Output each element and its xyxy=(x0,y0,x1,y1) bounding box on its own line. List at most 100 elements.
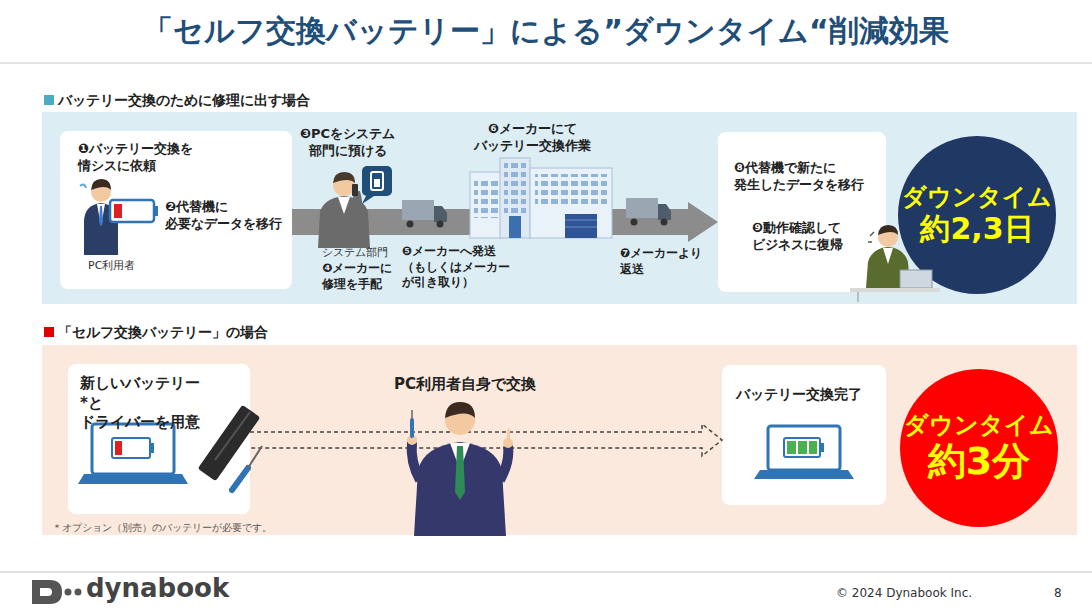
phone-bubble-icon-part xyxy=(371,172,383,190)
step-text: PC利用者 xyxy=(88,259,135,273)
section-marker-part xyxy=(44,95,54,105)
laptop-low-battery xyxy=(78,424,188,484)
phone-bubble-icon-part xyxy=(362,196,374,204)
returned-user-figure-part xyxy=(857,292,859,302)
truck-icon xyxy=(626,198,671,226)
step-label: ❼メーカーより 返送 xyxy=(620,246,702,277)
system-staff-figure-part xyxy=(352,184,358,196)
step-label: ❺メーカーへ発送 （もしくはメーカー が引き取り） xyxy=(402,244,510,291)
action-label: PC利用者自身で交換 xyxy=(394,375,536,395)
returned-user-figure-part xyxy=(900,270,932,288)
screwdriver-part xyxy=(232,468,248,490)
laptop-low-battery-part xyxy=(115,441,122,455)
screwdriver-part xyxy=(248,446,262,468)
pc-user-figure-part xyxy=(86,226,106,236)
step-text: バッテリー交換完了 xyxy=(736,385,862,403)
truck-icon-part xyxy=(626,198,658,218)
factory-building-part xyxy=(565,214,597,238)
self-replace-user-figure-part xyxy=(412,442,420,480)
truck-icon-part xyxy=(402,200,434,220)
factory-building-part xyxy=(504,163,526,213)
factory-building-part xyxy=(474,178,498,218)
battery-pack-part xyxy=(215,412,250,460)
step-text: ❽代替機で新たに 発生したデータを移行 xyxy=(734,160,864,194)
dynabook-logo-mark-part xyxy=(32,580,62,604)
step-text: 新しいバッテリー*と ドライバーを用意 xyxy=(80,374,200,433)
self-replace-user-figure xyxy=(407,402,513,536)
laptop-full-battery xyxy=(754,426,854,479)
truck-icon-part xyxy=(631,219,638,226)
pc-user-figure-part xyxy=(97,204,105,226)
self-replace-user-figure-part xyxy=(455,446,465,500)
downtime-circle: ダウンタイム約3分 xyxy=(900,369,1058,527)
step-label: ❹メーカーに 修理を手配 xyxy=(322,261,392,292)
laptop-full-battery-part xyxy=(787,441,796,454)
step-text: ❾動作確認して ビジネスに復帰 xyxy=(752,220,843,254)
battery-pack-part xyxy=(198,405,261,482)
truck-icon-part xyxy=(434,206,447,222)
laptop-full-battery-part xyxy=(784,438,820,457)
battery-low-icon-part xyxy=(110,200,154,222)
system-staff-figure-part xyxy=(333,172,355,183)
dynabook-logo-mark xyxy=(32,580,82,604)
truck-icon-part xyxy=(437,221,444,228)
system-staff-figure-part xyxy=(338,197,350,214)
laptop-full-battery-part xyxy=(798,441,807,454)
system-staff-figure-part xyxy=(352,192,358,230)
self-replace-user-figure-part xyxy=(411,410,413,420)
laptop-full-battery-part xyxy=(820,443,824,452)
section-marker xyxy=(44,95,54,105)
dynabook-logo-mark-part xyxy=(65,589,72,596)
factory-building-part xyxy=(509,216,521,238)
rule-line-part xyxy=(0,572,1092,573)
battery-pack xyxy=(198,405,261,482)
laptop-low-battery-part xyxy=(92,424,174,474)
laptop-full-battery-part xyxy=(809,441,817,454)
returned-user-figure-part xyxy=(868,232,874,242)
battery-low-icon xyxy=(110,200,158,222)
returned-user-figure xyxy=(850,225,940,302)
laptop-low-battery-part xyxy=(150,443,154,453)
laptop-low-battery-part xyxy=(78,474,188,484)
pc-user-figure-part xyxy=(99,206,103,226)
returned-user-figure-part xyxy=(883,248,893,264)
page-number: 8 xyxy=(1054,586,1062,602)
section-marker-part xyxy=(44,327,54,337)
self-replace-user-figure-part xyxy=(445,402,475,418)
rule-line xyxy=(0,63,1092,64)
truck-icon-part xyxy=(658,204,671,220)
step-label: ❸PCをシステム 部門に預ける xyxy=(300,126,395,160)
downtime-value: 約2,3日 xyxy=(920,212,1033,247)
phone-bubble-icon xyxy=(362,166,392,204)
section-heading: バッテリー交換のために修理に出す場合 xyxy=(58,91,310,109)
truck-icon-part xyxy=(407,221,414,228)
self-replace-user-figure-part xyxy=(414,442,506,536)
self-replace-user-figure-part xyxy=(508,430,509,440)
factory-building-part xyxy=(530,168,612,238)
dynabook-logo-mark-part xyxy=(75,589,82,596)
downtime-label: ダウンタイム xyxy=(902,184,1052,212)
self-replace-user-figure-part xyxy=(410,420,414,436)
page-title: 「セルフ交換バッテリー」による”ダウンタイム“削減効果 xyxy=(0,11,1092,50)
factory-building xyxy=(470,158,612,238)
phone-bubble-icon-part xyxy=(374,179,380,187)
truck-icon xyxy=(402,200,447,228)
returned-user-figure-part xyxy=(878,225,898,235)
downtime-label: ダウンタイム xyxy=(904,412,1054,440)
factory-building-part xyxy=(470,172,502,238)
brand-logo-text: dynabook xyxy=(86,574,229,604)
factory-building-part xyxy=(500,158,530,238)
battery-low-icon-part xyxy=(154,206,158,216)
step-text: ❶バッテリー交換を 情シスに依頼 xyxy=(78,141,193,175)
rule-line-part xyxy=(0,63,1092,64)
factory-building-part xyxy=(565,227,597,228)
laptop-full-battery-part xyxy=(754,470,854,479)
step-label: ❻メーカーにて バッテリー交換作業 xyxy=(474,121,591,155)
step-box: ❽代替機で新たに 発生したデータを移行 ❾動作確認して ビジネスに復帰 xyxy=(718,132,886,292)
section-heading: 「セルフ交換バッテリー」の場合 xyxy=(58,323,268,341)
battery-low-icon-part xyxy=(114,204,122,218)
